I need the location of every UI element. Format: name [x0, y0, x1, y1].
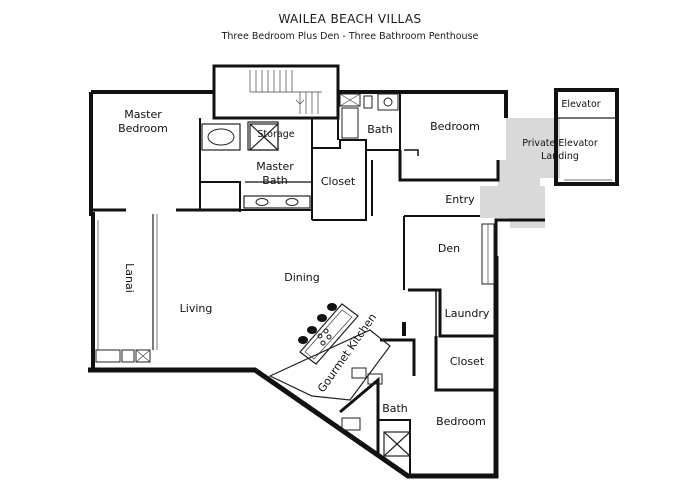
- label-lanai: Lanai: [123, 263, 136, 293]
- label-elevator: Elevator: [561, 99, 600, 110]
- stairwell: [212, 64, 340, 120]
- den-window: [481, 223, 495, 285]
- lower-bath-fixtures: [341, 417, 411, 457]
- master-bath-fixtures: [201, 123, 311, 209]
- label-master-bedroom-1: Master: [124, 108, 162, 121]
- label-bath-upper: Bath: [367, 123, 393, 136]
- label-living: Living: [180, 302, 213, 315]
- label-closet-upper: Closet: [321, 175, 356, 188]
- label-entry: Entry: [445, 193, 475, 206]
- plan-title: WAILEA BEACH VILLAS: [278, 12, 422, 26]
- plan-subtitle: Three Bedroom Plus Den - Three Bathroom …: [221, 31, 479, 42]
- label-bedroom-upper: Bedroom: [430, 120, 480, 133]
- label-laundry: Laundry: [445, 307, 490, 320]
- label-den: Den: [438, 242, 460, 255]
- label-storage: Storage: [257, 129, 294, 140]
- room-labels: Master Bedroom Storage Master Bath Close…: [118, 99, 601, 428]
- label-bedroom-lower: Bedroom: [436, 415, 486, 428]
- label-private-elevator-1: Private Elevator: [522, 138, 598, 149]
- label-dining: Dining: [284, 271, 320, 284]
- elevator-shaft[interactable]: [554, 88, 619, 186]
- label-bath-lower: Bath: [382, 402, 408, 415]
- label-master-bedroom-2: Bedroom: [118, 122, 168, 135]
- upper-bath-fixtures: [339, 93, 399, 139]
- lanai-sliders: [95, 214, 158, 363]
- storage-box: [247, 121, 279, 151]
- label-master-bath-2: Bath: [262, 174, 288, 187]
- interior-walls: [93, 92, 500, 476]
- private-elevator-landing[interactable]: [480, 118, 560, 228]
- kitchen-counter: [268, 329, 391, 401]
- label-master-bath-1: Master: [256, 160, 294, 173]
- label-closet-lower: Closet: [450, 355, 485, 368]
- exterior-walls: [88, 90, 545, 479]
- label-private-elevator-2: Landing: [541, 151, 579, 162]
